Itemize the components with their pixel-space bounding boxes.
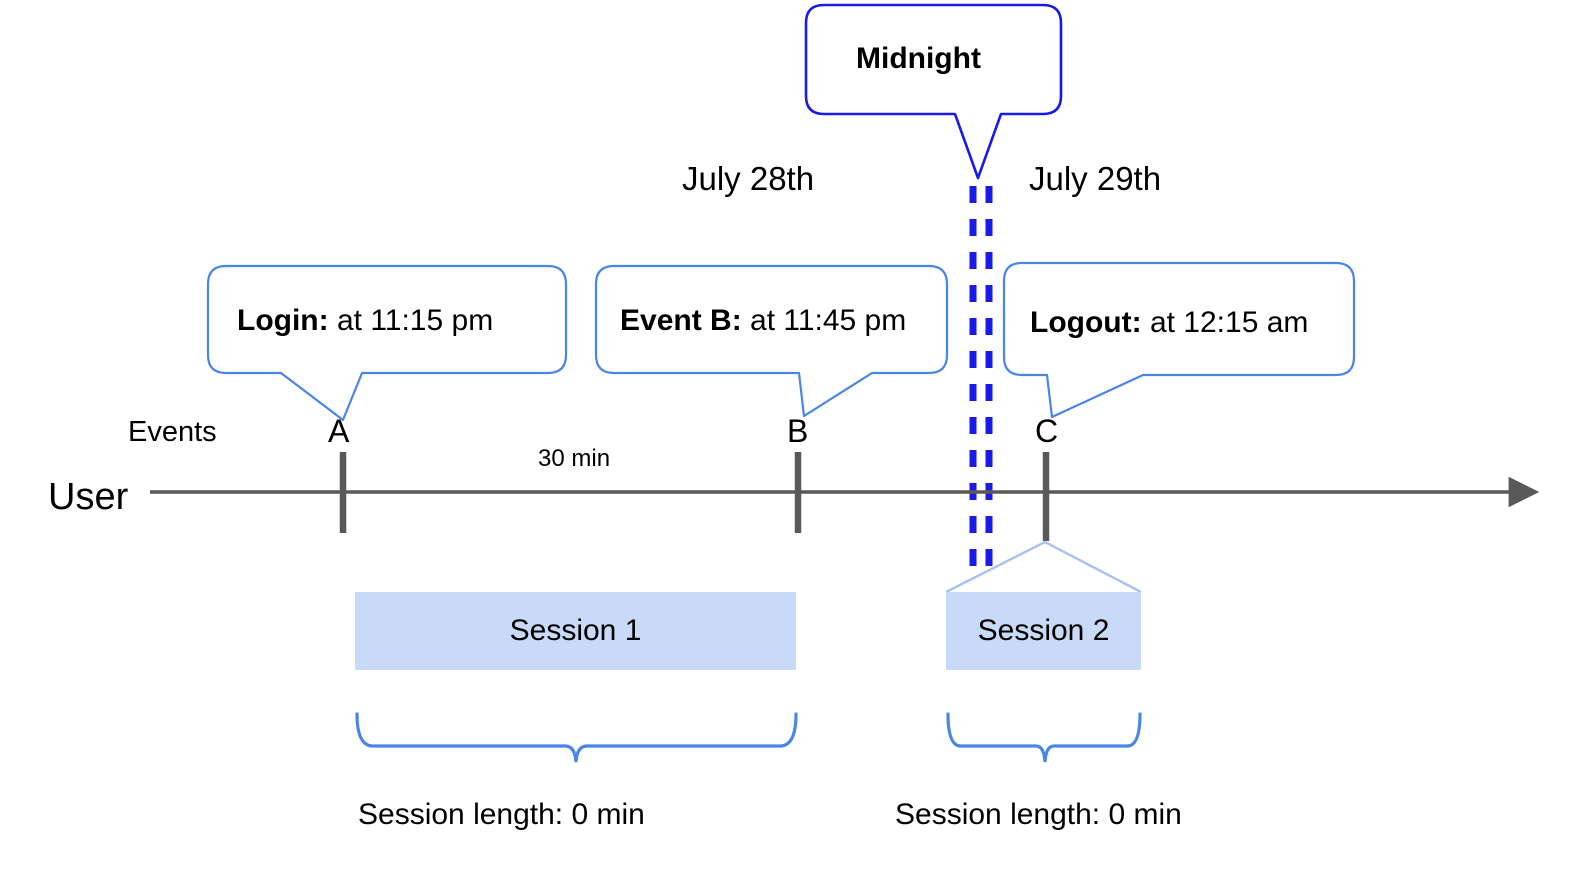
session-1-label: Session 1 bbox=[509, 614, 642, 647]
events-row-label: Events bbox=[128, 416, 217, 448]
midnight-divider-lines bbox=[969, 186, 993, 580]
axis-label-user: User bbox=[48, 476, 129, 518]
login-callout-shape bbox=[206, 264, 568, 422]
login-callout-bold: Login: bbox=[237, 304, 329, 337]
event-b-callout-bold: Event B: bbox=[620, 304, 742, 337]
date-label-july-29: July 29th bbox=[1029, 160, 1162, 197]
session-1-length-label: Session length: 0 min bbox=[358, 798, 645, 831]
login-callout-text: Login: at 11:15 pm bbox=[237, 306, 493, 336]
session-2-length-label: Session length: 0 min bbox=[895, 798, 1182, 831]
duration-label-30min: 30 min bbox=[538, 445, 611, 472]
event-letter-a: A bbox=[328, 413, 350, 449]
login-callout-rest: at 11:15 pm bbox=[328, 304, 494, 337]
event-letter-b: B bbox=[787, 413, 809, 449]
event-b-callout-rest: at 11:45 pm bbox=[741, 304, 907, 337]
logout-callout-rest: at 12:15 am bbox=[1141, 306, 1309, 339]
logout-callout-shape bbox=[1002, 261, 1356, 419]
session-2-brace bbox=[946, 712, 1142, 763]
logout-callout-bold: Logout: bbox=[1030, 306, 1142, 339]
date-label-july-28: July 28th bbox=[682, 160, 815, 197]
session-2-box[interactable]: Session 2 bbox=[946, 592, 1141, 670]
event-ticks bbox=[339, 452, 1050, 541]
event-b-callout-text: Event B: at 11:45 pm bbox=[620, 306, 906, 336]
event-b-callout-shape bbox=[594, 264, 949, 418]
logout-callout-text: Logout: at 12:15 am bbox=[1030, 308, 1308, 338]
session-2-label: Session 2 bbox=[977, 614, 1110, 647]
midnight-callout-shape bbox=[804, 3, 1063, 180]
session-1-brace bbox=[355, 712, 798, 763]
midnight-callout-label: Midnight bbox=[856, 42, 981, 75]
event-letter-c: C bbox=[1035, 413, 1059, 449]
session-2-connector bbox=[945, 540, 1142, 594]
session-1-box[interactable]: Session 1 bbox=[355, 592, 796, 670]
